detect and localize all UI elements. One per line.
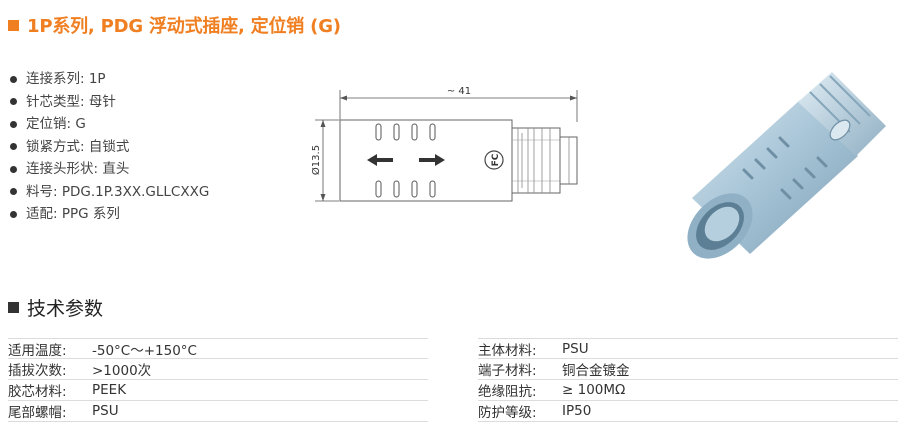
spec-key: 防护等级:	[478, 405, 537, 421]
bullet-dot	[10, 188, 17, 196]
spec-value: >1000次	[92, 363, 152, 379]
length-label: ~ 41	[447, 86, 471, 97]
diameter-label: Ø13.5	[310, 145, 322, 175]
spec-row: 主体材料: PSU	[478, 338, 898, 359]
technical-drawing: ~ 41 Ø13.5 FC	[310, 86, 578, 202]
cable-end-outline	[559, 136, 578, 185]
spec-row: 插拔次数: >1000次	[8, 359, 428, 380]
fc-logo-icon: FC	[484, 150, 504, 170]
spec-row: 防护等级: IP50	[478, 401, 898, 422]
bullet-dot	[10, 143, 17, 151]
feature-text: 针芯类型: 母针	[26, 93, 116, 110]
spec-key: 尾部螺帽:	[8, 405, 67, 421]
rear-nut	[798, 72, 886, 156]
specs-heading-row: 技术参数	[8, 294, 103, 321]
connector-photo	[687, 72, 886, 259]
spec-row: 尾部螺帽: PSU	[8, 401, 428, 422]
spec-row: 胶芯材料: PEEK	[8, 380, 428, 401]
page-title: 1P系列, PDG 浮动式插座, 定位销 (G)	[27, 16, 341, 37]
feature-text: 料号: PDG.1P.3XX.GLLCXXG	[26, 183, 210, 200]
feature-text: 定位销: G	[26, 116, 86, 133]
spec-key: 插拔次数:	[8, 363, 67, 379]
feature-text: 连接头形状: 直头	[26, 161, 130, 178]
bullet-dot	[10, 120, 17, 128]
feature-item: 连接系列: 1P	[10, 68, 209, 91]
front-face	[687, 193, 753, 259]
spec-key: 主体材料:	[478, 342, 537, 359]
specs-title: 技术参数	[27, 298, 104, 320]
spec-row: 适用温度: -50°C～+150°C	[8, 338, 428, 359]
spec-key: 绝缘阻抗:	[478, 384, 537, 400]
fc-logo-text: FC	[491, 153, 501, 166]
feature-item: 料号: PDG.1P.3XX.GLLCXXG	[10, 181, 209, 204]
feature-text: 锁紧方式: 自锁式	[26, 138, 130, 155]
spec-value: ≥ 100MΩ	[562, 382, 626, 398]
spec-value: -50°C～+150°C	[92, 342, 197, 359]
rear-nut-outline	[511, 127, 561, 194]
feature-item: 定位销: G	[10, 113, 209, 136]
spec-value: PSU	[562, 340, 589, 357]
spec-key: 胶芯材料:	[8, 384, 67, 400]
feature-item: 针芯类型: 母针	[10, 91, 209, 114]
spec-key: 端子材料:	[478, 363, 537, 379]
spec-value: IP50	[562, 403, 592, 419]
specs-table-left: 适用温度:-50°C～+150°C 插拔次数:>1000次 胶芯材料:PEEK …	[8, 338, 428, 422]
feature-item: 连接头形状: 直头	[10, 158, 209, 181]
bullet-dot	[10, 98, 17, 106]
feature-list: 连接系列: 1P 针芯类型: 母针 定位销: G 锁紧方式: 自锁式 连接头形状…	[10, 68, 209, 226]
feature-text: 连接系列: 1P	[26, 71, 106, 88]
bullet-dot	[10, 210, 17, 218]
feature-item: 适配: PPG 系列	[10, 203, 209, 226]
feature-text: 适配: PPG 系列	[26, 206, 120, 223]
bullet-dot	[10, 165, 17, 173]
spec-value: 铜合金镀金	[562, 363, 630, 379]
spec-key: 适用温度:	[8, 342, 67, 359]
spec-value: PEEK	[92, 382, 127, 398]
spec-row: 绝缘阻抗: ≥ 100MΩ	[478, 380, 898, 401]
grip-slots	[375, 123, 436, 198]
specs-table-right: 主体材料: PSU 端子材料: 铜合金镀金 绝缘阻抗: ≥ 100MΩ 防护等级: IP…	[478, 338, 898, 422]
arrow-left-icon	[367, 154, 393, 166]
bullet-dot	[10, 75, 17, 83]
feature-item: 锁紧方式: 自锁式	[10, 136, 209, 159]
title-marker	[8, 19, 19, 31]
spec-value: PSU	[92, 403, 119, 419]
page-title-row: 1P系列, PDG 浮动式插座, 定位销 (G)	[8, 12, 341, 38]
arrow-right-icon	[419, 154, 445, 166]
specs-marker	[8, 302, 19, 313]
spec-row: 端子材料: 铜合金镀金	[478, 359, 898, 380]
